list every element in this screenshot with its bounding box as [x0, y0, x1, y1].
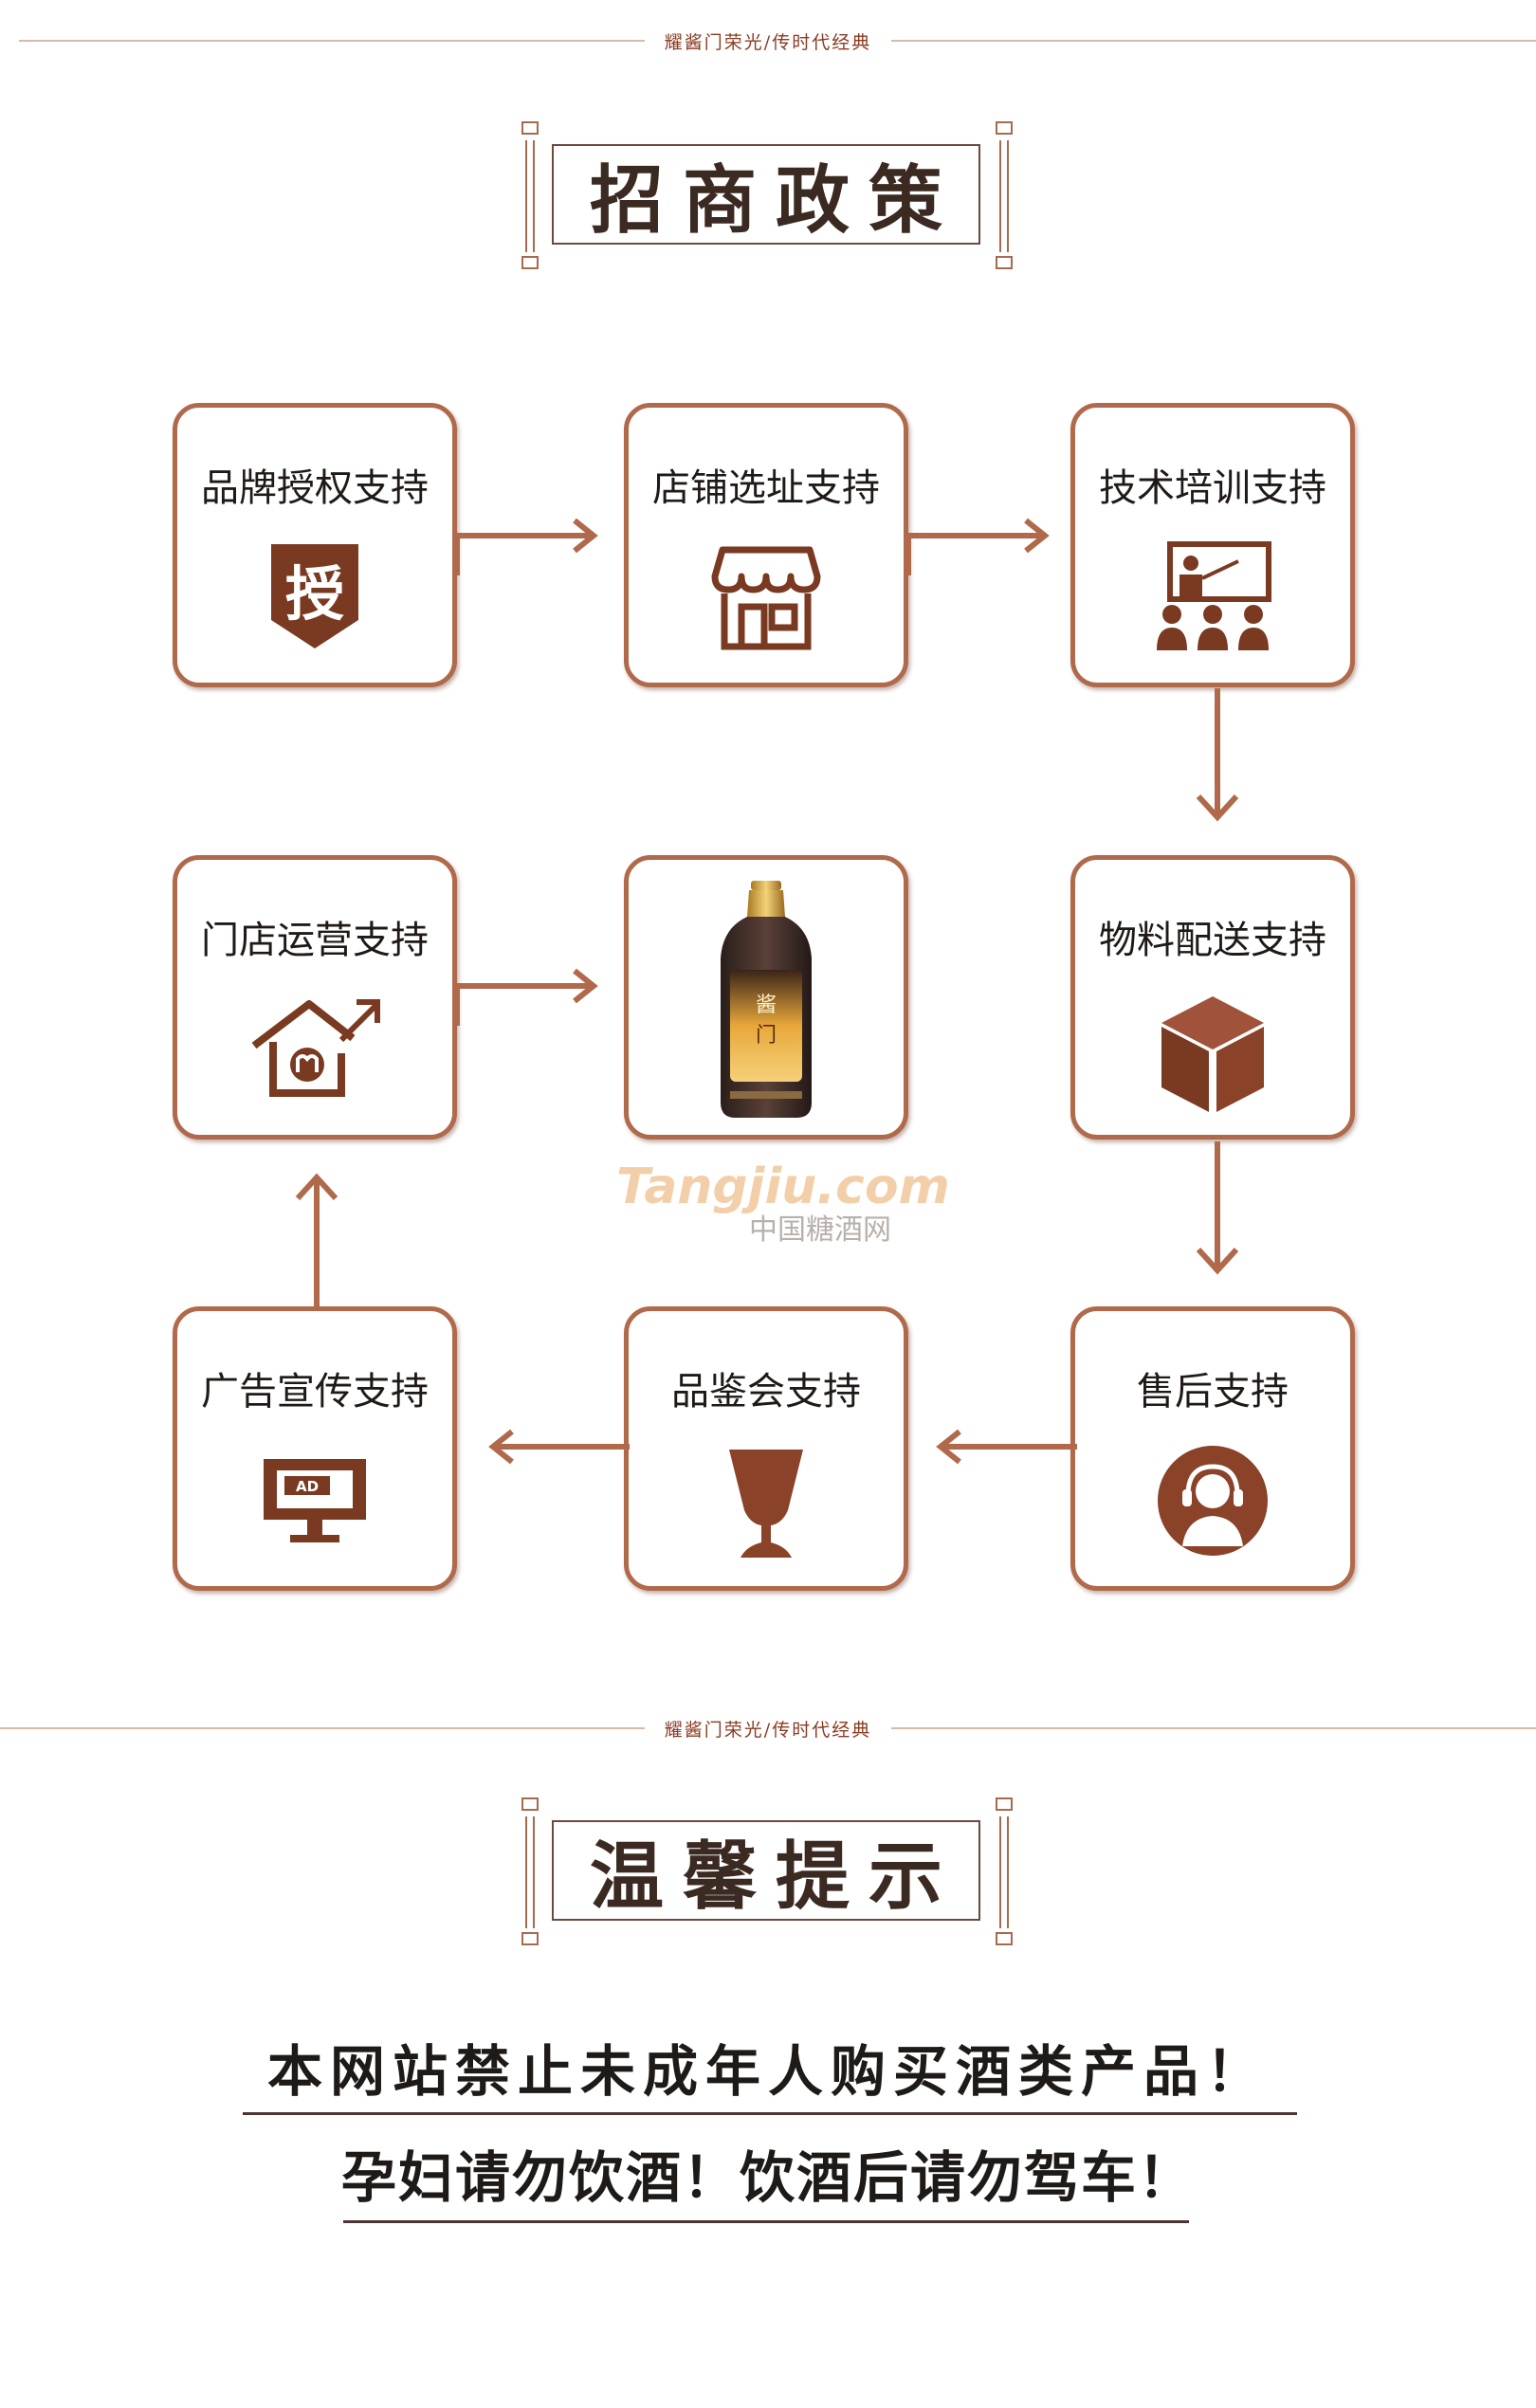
tagline-divider-top: 耀酱门荣光/传时代经典 — [0, 21, 1536, 59]
card-label: 品鉴会支持 — [671, 1370, 861, 1414]
card-after-sales: 售后支持 — [1070, 1306, 1355, 1591]
store-growth-house-icon — [248, 993, 381, 1101]
arrow-down-1-icon — [1196, 688, 1239, 822]
tagline-divider-bottom: 耀酱门荣光/传时代经典 — [0, 1708, 1536, 1746]
authorization-shield-icon: 授 — [267, 540, 362, 658]
svg-text:授: 授 — [285, 559, 344, 629]
liquor-bottle-image: 酱 门 — [709, 879, 823, 1129]
card-label: 技术培训支持 — [1099, 466, 1326, 510]
card-store-location: 店铺选址支持 — [624, 403, 908, 687]
arrow-down-2-icon — [1196, 1141, 1239, 1275]
warning-drink-drive-underline — [343, 2220, 1189, 2223]
watermark-latin: Tangjiu.com — [616, 1158, 950, 1215]
svg-text:AD: AD — [296, 1478, 319, 1495]
card-advertising: 广告宣传支持 AD — [173, 1306, 457, 1591]
warning-drink-drive: 孕妇请勿饮酒！饮酒后请勿驾车！ — [340, 2145, 1195, 2210]
svg-text:酱: 酱 — [756, 994, 777, 1017]
svg-text:门: 门 — [756, 1024, 777, 1048]
tagline-text: 耀酱门荣光/传时代经典 — [652, 1720, 884, 1741]
warning-minors: 本网站禁止未成年人购买酒类产品！ — [266, 2039, 1269, 2104]
training-presentation-icon — [1151, 540, 1274, 658]
arrow-left-1-icon — [936, 1429, 1077, 1465]
arrow-right-2-icon — [905, 518, 1050, 575]
arrow-left-2-icon — [488, 1429, 630, 1465]
card-label: 广告宣传支持 — [201, 1370, 429, 1414]
policy-title: 招商政策 — [589, 157, 961, 244]
notice-title-frame: 温馨提示 — [521, 1796, 1015, 1947]
card-label: 售后支持 — [1137, 1370, 1289, 1414]
ad-monitor-icon: AD — [258, 1453, 372, 1552]
tangjiu-watermark: Tangjiu.com 中国糖酒网 — [616, 1158, 950, 1247]
card-label: 物料配送支持 — [1099, 919, 1326, 962]
card-store-operation: 门店运营支持 — [173, 855, 457, 1140]
tasting-cup-icon — [723, 1444, 809, 1571]
card-technical-training: 技术培训支持 — [1070, 403, 1355, 687]
arrow-up-icon — [295, 1173, 338, 1306]
notice-title: 温馨提示 — [589, 1833, 961, 1920]
card-material-delivery: 物料配送支持 — [1070, 855, 1355, 1140]
card-tasting-event: 品鉴会支持 — [624, 1306, 908, 1591]
card-product-center: 酱 门 — [624, 855, 908, 1140]
policy-title-frame: 招商政策 — [521, 119, 1015, 271]
tagline-text: 耀酱门荣光/传时代经典 — [652, 32, 884, 53]
storefront-icon — [709, 540, 823, 658]
customer-service-headset-icon — [1156, 1444, 1270, 1561]
arrow-right-1-icon — [454, 518, 598, 575]
card-brand-authorization: 品牌授权支持 授 — [173, 403, 457, 687]
arrow-right-3-icon — [454, 968, 598, 1026]
card-label: 门店运营支持 — [201, 919, 429, 962]
cube-box-icon — [1156, 993, 1270, 1120]
card-label: 店铺选址支持 — [652, 466, 880, 510]
watermark-chinese: 中国糖酒网 — [749, 1213, 891, 1247]
warning-minors-underline — [243, 2112, 1297, 2115]
card-label: 品牌授权支持 — [201, 466, 429, 510]
